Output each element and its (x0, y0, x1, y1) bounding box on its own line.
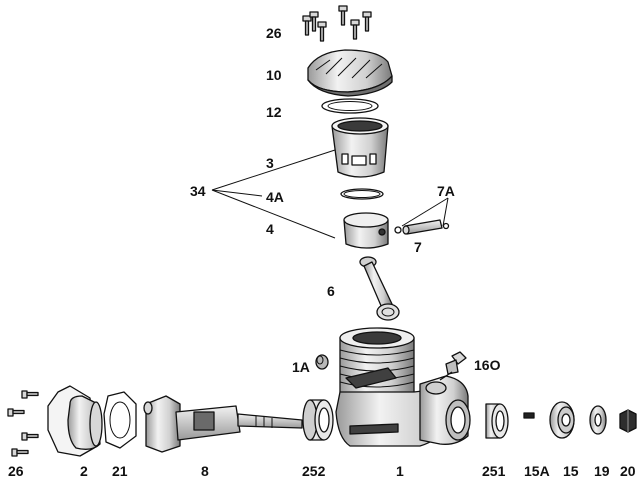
fitting-16o (439, 351, 467, 381)
callout-3: 3 (266, 155, 274, 171)
callout-20: 20 (620, 463, 636, 479)
cylinder-liner (331, 117, 389, 178)
plug-1a (315, 354, 329, 370)
cylinder-head (307, 49, 393, 97)
callout-15a: 15A (524, 463, 550, 479)
callout-7a: 7A (437, 183, 455, 199)
prop-washer (589, 405, 607, 435)
callout-34: 34 (190, 183, 206, 199)
back-cover (47, 385, 103, 457)
callout-7: 7 (414, 239, 422, 255)
woodruff-key (523, 412, 535, 419)
back-cover-screws (7, 390, 39, 457)
crankshaft (143, 395, 303, 453)
connecting-rod (359, 256, 400, 321)
callout-10: 10 (266, 67, 282, 83)
callout-16o: 16O (474, 357, 501, 373)
rear-bearing (302, 399, 334, 441)
piston (343, 212, 402, 249)
callout-8: 8 (201, 463, 209, 479)
leader-lines (211, 149, 449, 239)
callout-2: 2 (80, 463, 88, 479)
front-bearing (485, 403, 509, 439)
head-screws-top (302, 5, 372, 42)
callout-4: 4 (266, 221, 274, 237)
head-gasket (321, 98, 379, 114)
callout-12: 12 (266, 104, 282, 120)
drive-washer (549, 401, 575, 439)
crankcase (335, 327, 471, 447)
callout-15: 15 (563, 463, 579, 479)
piston-ring (340, 188, 384, 200)
callout-19: 19 (594, 463, 610, 479)
callout-6: 6 (327, 283, 335, 299)
callout-1: 1 (396, 463, 404, 479)
callout-1a: 1A (292, 359, 310, 375)
wrist-pin (402, 219, 450, 235)
back-cover-gasket (103, 391, 137, 449)
callout-251: 251 (482, 463, 506, 479)
callout-26-top: 26 (266, 25, 282, 41)
callout-21: 21 (112, 463, 128, 479)
prop-nut (619, 409, 637, 433)
callout-4a: 4A (266, 189, 284, 205)
callout-252: 252 (302, 463, 326, 479)
callout-26-bottom: 26 (8, 463, 24, 479)
